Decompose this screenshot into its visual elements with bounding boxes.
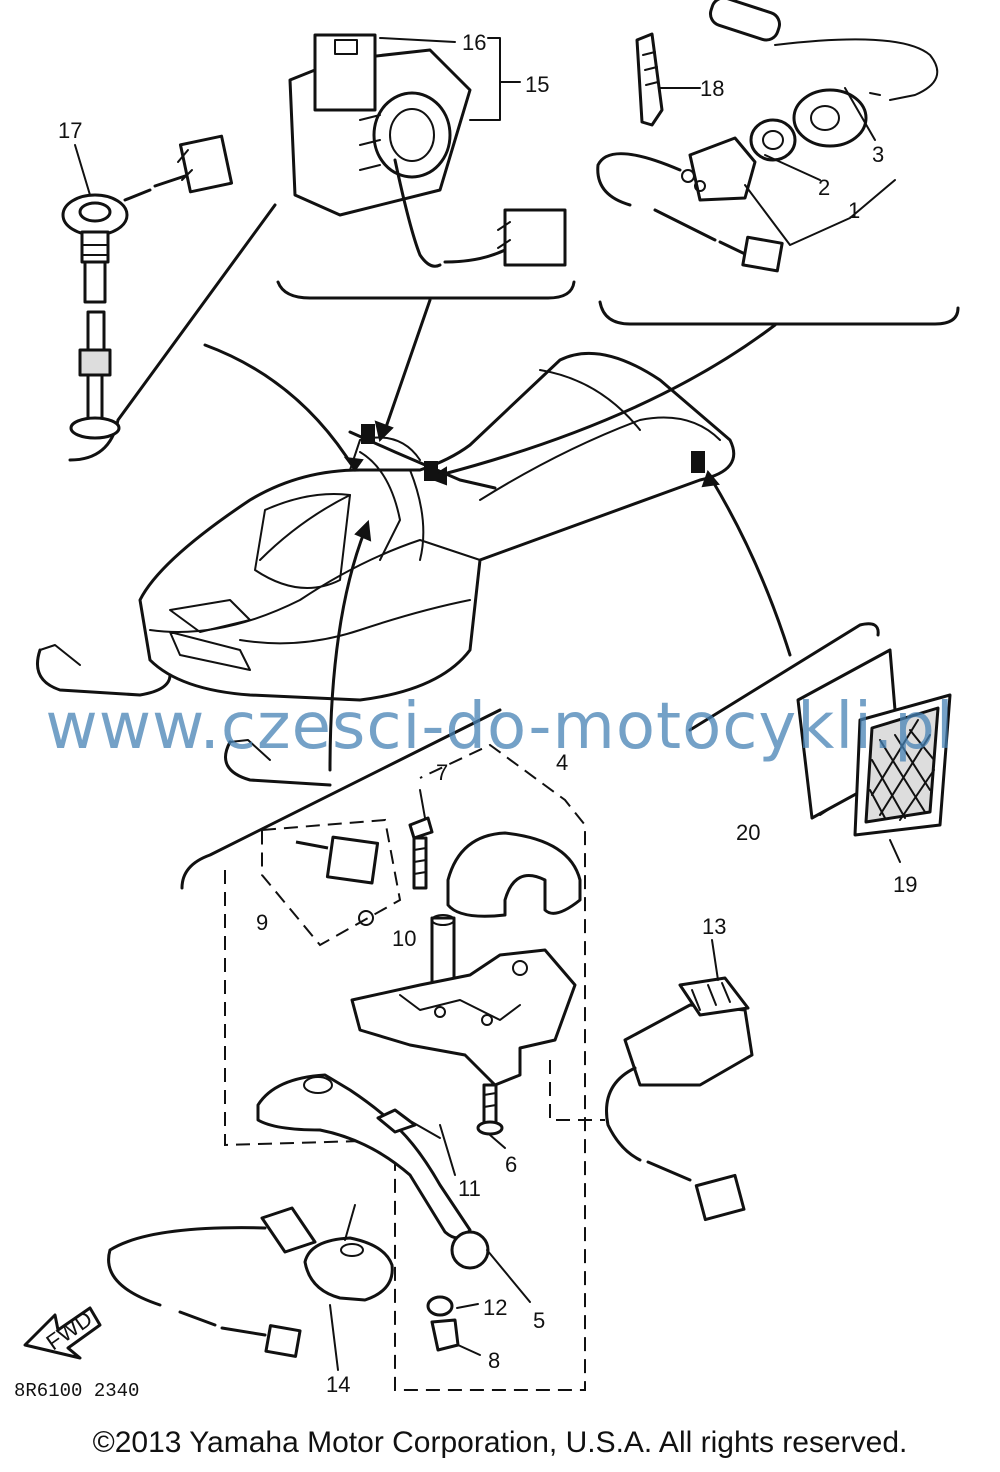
group-bracket-1	[598, 300, 960, 326]
group-bracket-19	[688, 622, 880, 732]
callout-19: 19	[893, 872, 917, 897]
callout-2: 2	[818, 175, 830, 200]
throttle-group-part-4	[107, 743, 605, 1391]
callout-11: 11	[458, 1176, 481, 1201]
callout-7: 7	[436, 760, 448, 785]
group-bracket-15	[276, 280, 576, 300]
callout-1: 1	[848, 198, 860, 223]
leader-15-16	[379, 37, 521, 121]
callout-10: 10	[392, 926, 416, 951]
group-bracket-4	[180, 708, 502, 890]
main-switch-part-1-3-18	[596, 0, 939, 273]
copyright-notice: ©2013 Yamaha Motor Corporation, U.S.A. A…	[92, 1426, 908, 1459]
callout-3: 3	[872, 142, 884, 167]
callout-16: 16	[462, 30, 486, 55]
callout-4: 4	[556, 750, 568, 775]
callout-18: 18	[700, 76, 724, 101]
drawing-code: 8R6100 2340	[14, 1380, 140, 1402]
callout-15: 15	[525, 72, 549, 97]
group-bracket-17	[68, 203, 277, 462]
reflector-part-19-20	[796, 648, 952, 863]
module-part-13	[605, 939, 754, 1222]
pointer-19	[710, 478, 792, 657]
arrowhead-4	[354, 519, 372, 542]
callout-8: 8	[488, 1348, 500, 1373]
callout-17: 17	[58, 118, 82, 143]
callout-9: 9	[256, 910, 268, 935]
forward-direction-indicator: FWD	[23, 1306, 102, 1360]
pointer-15	[383, 298, 432, 432]
pointer-17	[203, 343, 357, 472]
callout-14: 14	[326, 1372, 350, 1397]
callout-5: 5	[533, 1308, 545, 1333]
pointer-4	[328, 528, 367, 772]
callout-12: 12	[483, 1295, 507, 1320]
arrowhead-15	[374, 420, 394, 442]
fuel-sender-part-17	[61, 134, 234, 440]
pointer-1	[438, 323, 777, 477]
callout-13: 13	[702, 914, 726, 939]
callout-20: 20	[736, 820, 760, 845]
snowmobile-illustration	[36, 351, 736, 787]
callout-numbers: 1 2 3 4 5 6 7 8 9 10 11 12 13 14 15 16 1…	[58, 30, 917, 1397]
leader-17	[74, 144, 91, 196]
relay-assembly-part-15-16	[288, 33, 567, 268]
callout-6: 6	[505, 1152, 517, 1177]
